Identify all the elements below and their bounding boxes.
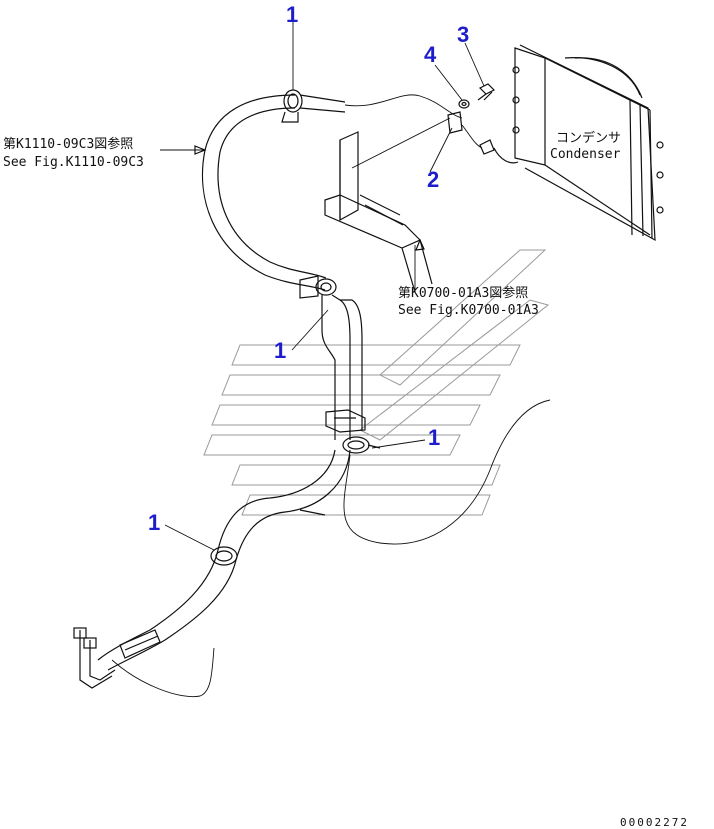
callout-1-lower: 1	[148, 510, 160, 535]
bracket-lower	[325, 409, 366, 433]
wire-lower	[111, 647, 215, 698]
page-code: 00002272	[620, 816, 689, 829]
callout-3: 3	[457, 22, 469, 47]
bracket-small	[447, 111, 519, 164]
bolt	[477, 83, 496, 101]
callout-4: 4	[424, 42, 437, 67]
clamp-lower	[342, 436, 381, 454]
callout-1-top: 1	[286, 2, 298, 27]
condenser-label-en: Condenser	[550, 147, 621, 162]
watermark-logo	[203, 249, 550, 516]
washer	[458, 99, 470, 109]
tube-vertical	[321, 294, 363, 440]
hose-upper	[201, 94, 346, 291]
condenser-label-jp: コンデンサ	[556, 130, 621, 146]
clamp-lower-hose	[210, 546, 238, 566]
ref-k1110-jp: 第K1110-09C3図参照	[3, 136, 133, 152]
clamp-middle	[299, 275, 337, 299]
ref-k1110-en: See Fig.K1110-09C3	[3, 155, 144, 170]
ref-k0700-en: See Fig.K0700-01A3	[398, 303, 539, 318]
callout-2: 2	[427, 167, 439, 192]
callout-1-middle: 1	[274, 338, 286, 363]
condenser	[512, 44, 664, 242]
callout-1-right: 1	[428, 425, 440, 450]
ref-k0700-jp: 第K0700-01A3図参照	[398, 285, 528, 301]
bracket-assembly	[324, 131, 433, 293]
hose-lower	[97, 449, 351, 671]
leader-lines	[160, 22, 485, 551]
hose-fitting	[119, 629, 161, 659]
line-top-to-bracket	[344, 94, 463, 119]
wire-loop	[343, 399, 551, 545]
pipe-end	[73, 627, 116, 689]
